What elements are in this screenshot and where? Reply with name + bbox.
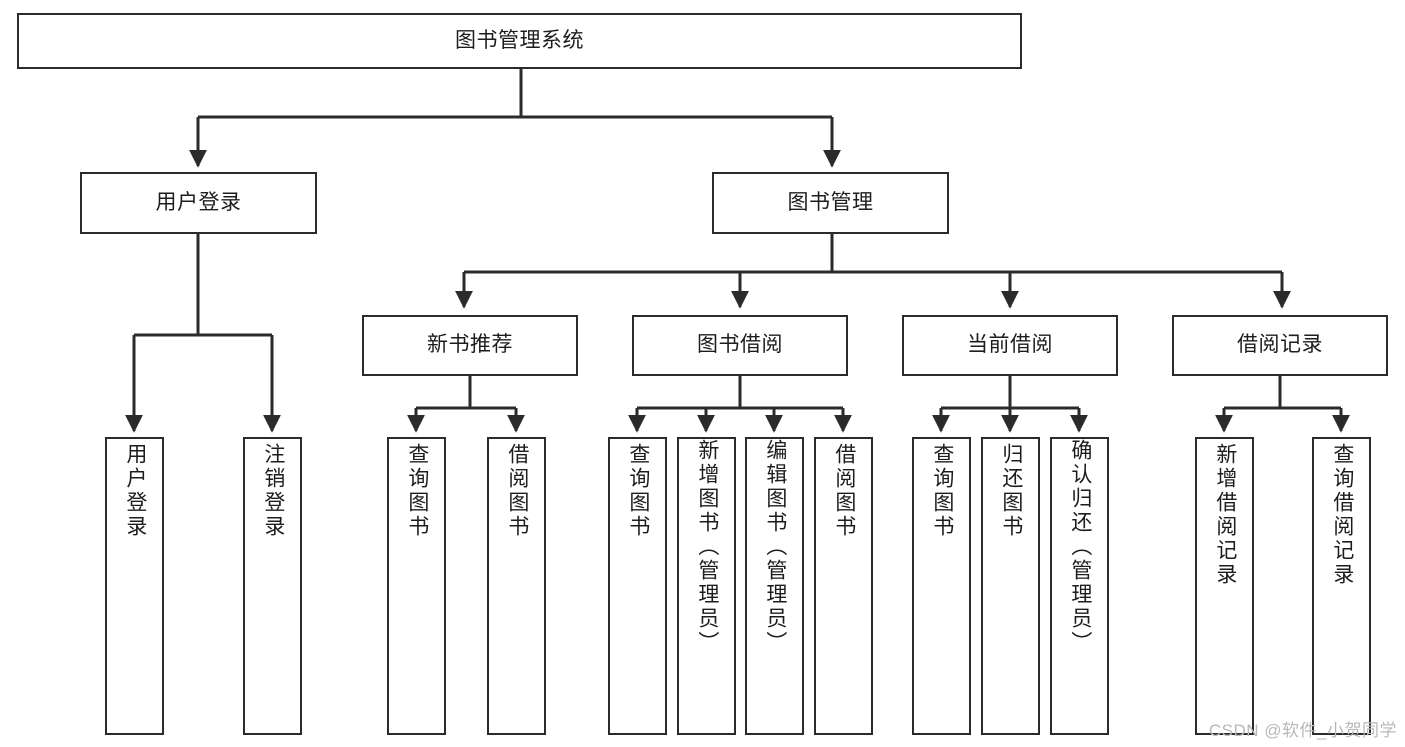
leaf-book-borrow-edit[interactable]: 编辑图书（管理员）	[745, 437, 804, 735]
node-book-borrow-label: 图书借阅	[697, 333, 783, 357]
node-new-book-recommend[interactable]: 新书推荐	[362, 315, 578, 376]
node-user-login[interactable]: 用户登录	[80, 172, 317, 234]
leaf-borrow-record-add-label: 新增借阅记录	[1213, 443, 1237, 587]
node-current-borrow[interactable]: 当前借阅	[902, 315, 1118, 376]
leaf-new-book-borrow[interactable]: 借阅图书	[487, 437, 546, 735]
leaf-current-borrow-query[interactable]: 查询图书	[912, 437, 971, 735]
leaf-book-borrow-add-label: 新增图书（管理员）	[695, 439, 719, 655]
node-current-borrow-label: 当前借阅	[967, 333, 1053, 357]
leaf-book-borrow-query-label: 查询图书	[626, 443, 650, 539]
node-root[interactable]: 图书管理系统	[17, 13, 1022, 69]
leaf-new-book-query-label: 查询图书	[405, 443, 429, 539]
node-book-management[interactable]: 图书管理	[712, 172, 949, 234]
leaf-user-login-signin-label: 用户登录	[123, 443, 147, 539]
watermark-text: CSDN @软件_小贺同学	[1208, 721, 1397, 740]
leaf-current-borrow-confirm[interactable]: 确认归还（管理员）	[1050, 437, 1109, 735]
leaf-current-borrow-confirm-label: 确认归还（管理员）	[1068, 439, 1092, 655]
leaf-borrow-record-add[interactable]: 新增借阅记录	[1195, 437, 1254, 735]
node-book-management-label: 图书管理	[787, 190, 874, 214]
node-root-label: 图书管理系统	[455, 28, 584, 52]
leaf-new-book-query[interactable]: 查询图书	[387, 437, 446, 735]
leaf-new-book-borrow-label: 借阅图书	[505, 443, 529, 539]
leaf-book-borrow-add[interactable]: 新增图书（管理员）	[677, 437, 736, 735]
node-new-book-recommend-label: 新书推荐	[427, 333, 513, 357]
leaf-borrow-record-query-label: 查询借阅记录	[1330, 443, 1354, 587]
leaf-user-login-signout-label: 注销登录	[261, 443, 285, 539]
leaf-current-borrow-return-label: 归还图书	[999, 443, 1023, 539]
node-borrow-record-label: 借阅记录	[1237, 333, 1323, 357]
leaf-user-login-signin[interactable]: 用户登录	[105, 437, 164, 735]
leaf-borrow-record-query[interactable]: 查询借阅记录	[1312, 437, 1371, 735]
leaf-current-borrow-return[interactable]: 归还图书	[981, 437, 1040, 735]
leaf-book-borrow-borrow-label: 借阅图书	[832, 443, 856, 539]
node-user-login-label: 用户登录	[155, 190, 242, 214]
leaf-book-borrow-edit-label: 编辑图书（管理员）	[763, 439, 787, 655]
node-borrow-record[interactable]: 借阅记录	[1172, 315, 1388, 376]
node-book-borrow[interactable]: 图书借阅	[632, 315, 848, 376]
leaf-book-borrow-borrow[interactable]: 借阅图书	[814, 437, 873, 735]
leaf-user-login-signout[interactable]: 注销登录	[243, 437, 302, 735]
leaf-current-borrow-query-label: 查询图书	[930, 443, 954, 539]
leaf-book-borrow-query[interactable]: 查询图书	[608, 437, 667, 735]
